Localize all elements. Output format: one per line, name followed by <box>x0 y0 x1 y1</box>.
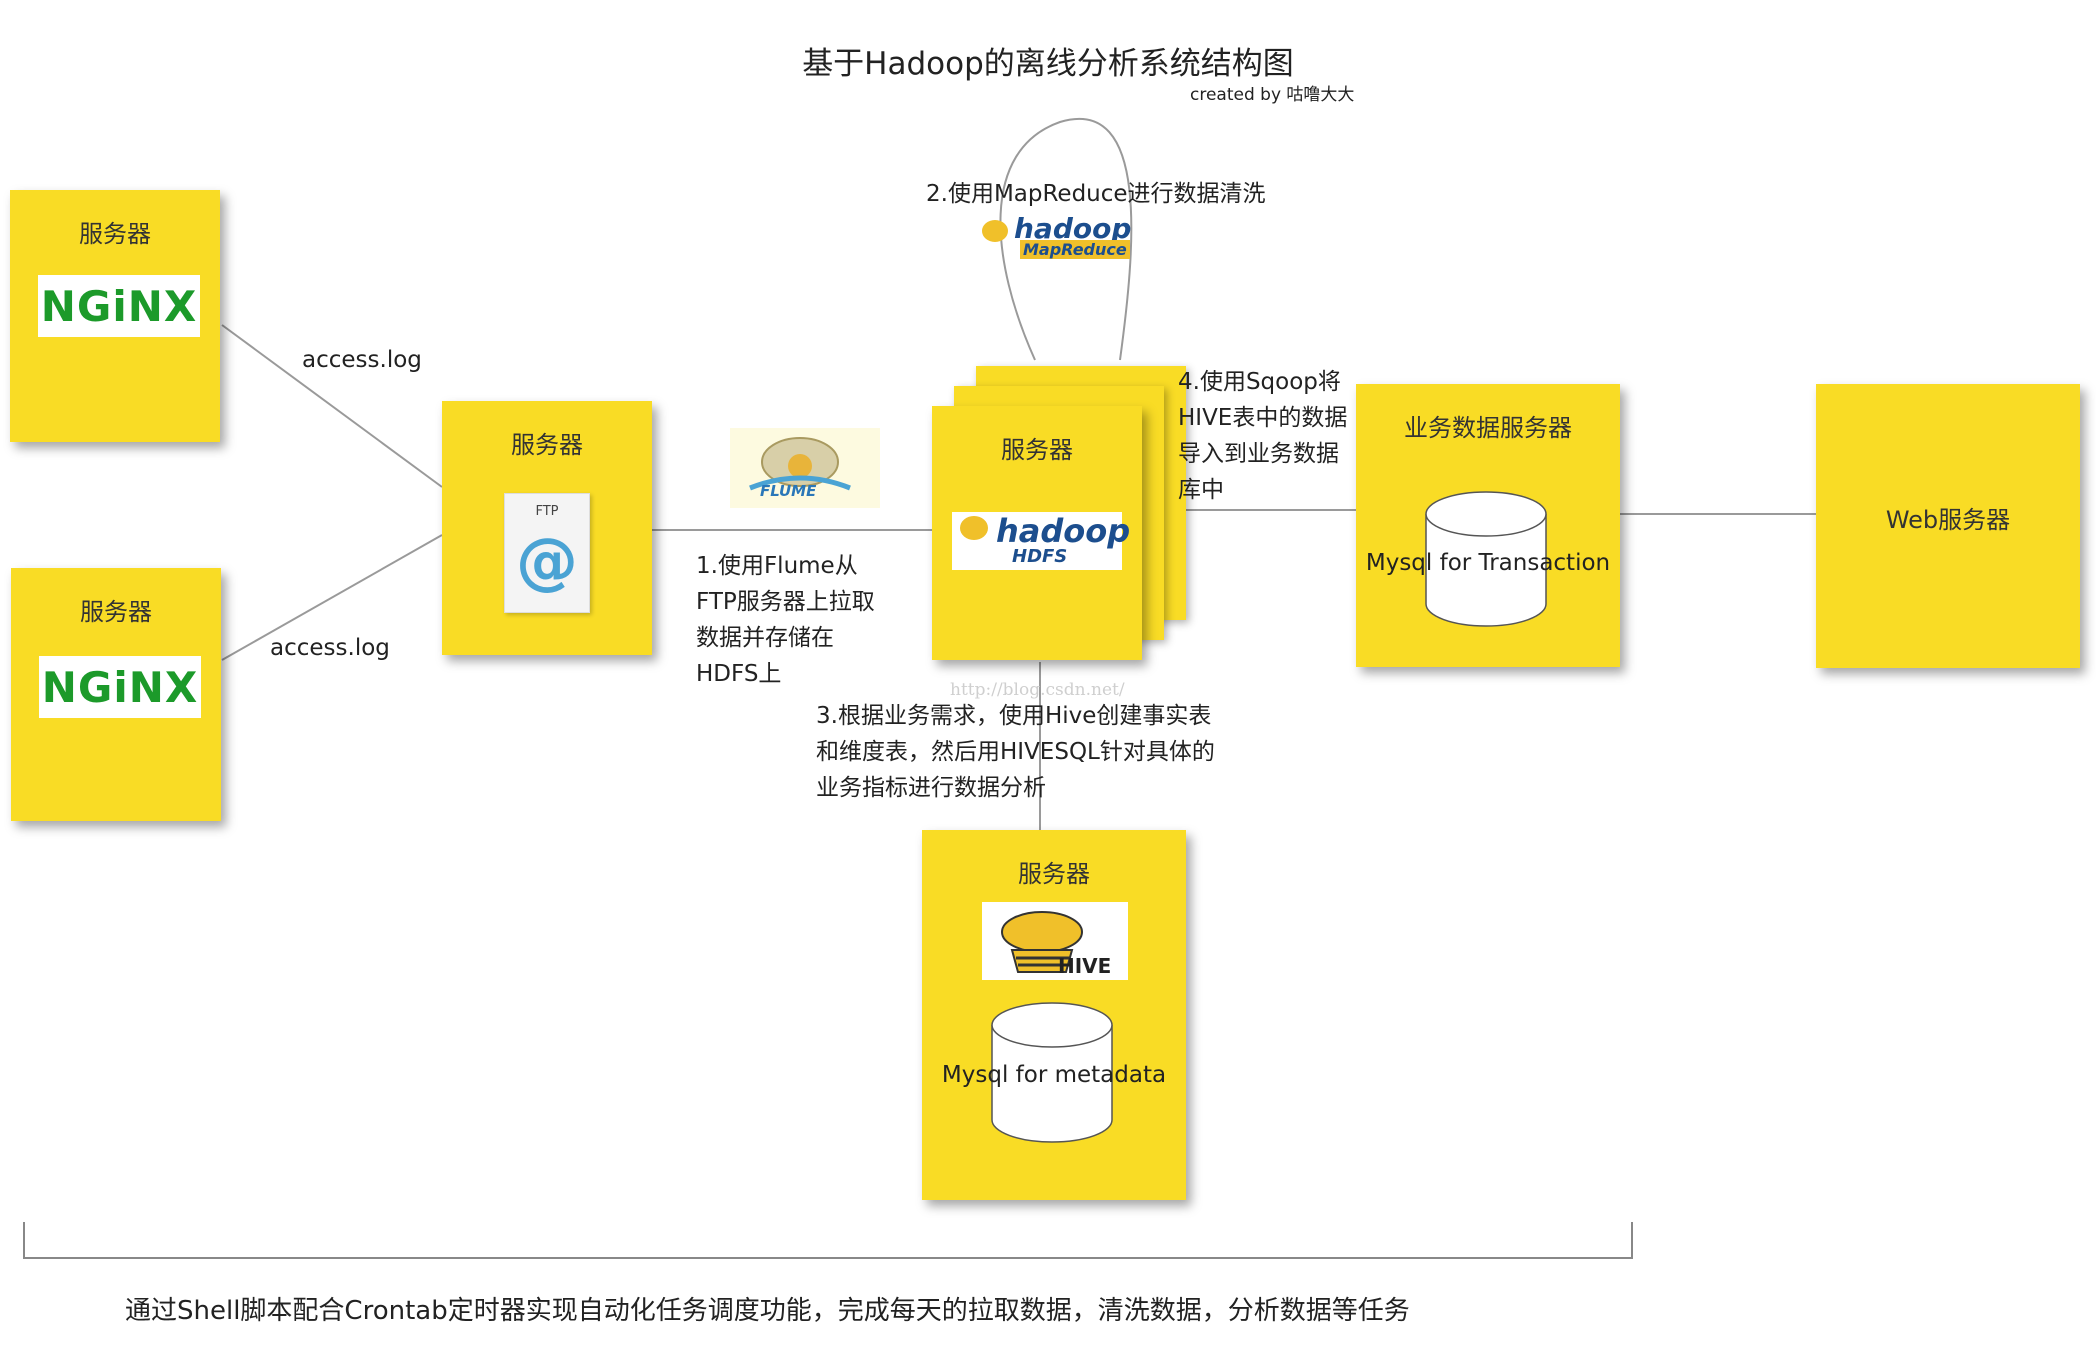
server-hive[interactable]: 服务器 HIVE Mysql for metadata <box>922 830 1186 1200</box>
ftp-file-icon: FTP @ <box>504 493 590 613</box>
server-ftp[interactable]: 服务器 FTP @ <box>442 401 652 655</box>
nginx-logo: NGiNX <box>39 656 201 718</box>
server-title: 服务器 <box>511 431 583 459</box>
elephant-icon <box>982 220 1008 242</box>
server-title: Web服务器 <box>1885 506 2011 534</box>
footer-bracket <box>23 1222 1633 1259</box>
footer-description: 通过Shell脚本配合Crontab定时器实现自动化任务调度功能，完成每天的拉取… <box>125 1296 1410 1326</box>
edge-label-access-log-2: access.log <box>270 635 390 661</box>
hadoop-mapreduce-logo: hadoop MapReduce <box>980 212 1148 260</box>
edge-nginx1-ftp <box>221 324 443 488</box>
server-nginx-2[interactable]: 服务器 NGiNX <box>11 568 221 821</box>
hadoop-hdfs-logo: hadoop HDFS <box>952 512 1130 570</box>
server-web[interactable]: Web服务器 <box>1816 384 2080 668</box>
page-subtitle: created by 咕噜大大 <box>1190 85 1355 105</box>
server-title: 服务器 <box>1001 436 1073 464</box>
mapreduce-loop <box>999 118 1133 361</box>
step-3-label: 3.根据业务需求，使用Hive创建事实表 和维度表，然后用HIVESQL针对具体… <box>816 703 1215 801</box>
nginx-logo: NGiNX <box>38 275 200 337</box>
edge-label-access-log-1: access.log <box>302 347 422 373</box>
at-sign-icon: @ <box>516 524 578 597</box>
hive-logo: HIVE <box>982 902 1128 980</box>
database-label: Mysql for metadata <box>941 1062 1167 1088</box>
server-title: 服务器 <box>1018 860 1090 888</box>
server-title: 服务器 <box>79 220 151 248</box>
step-4-label: 4.使用Sqoop将 HIVE表中的数据 导入到业务数据 库中 <box>1178 369 1348 503</box>
database-cylinder-icon <box>1425 491 1547 627</box>
step-2-label: 2.使用MapReduce进行数据清洗 <box>926 181 1266 207</box>
flume-logo: FLUME <box>730 428 880 508</box>
edge-nginx2-ftp <box>221 534 443 661</box>
elephant-icon <box>960 516 988 540</box>
server-hdfs[interactable]: 服务器 hadoop HDFS <box>932 406 1142 660</box>
page-title: 基于Hadoop的离线分析系统结构图 <box>802 46 1294 82</box>
database-cylinder-icon <box>991 1002 1113 1143</box>
server-business-data[interactable]: 业务数据服务器 Mysql for Transaction <box>1356 384 1620 667</box>
server-title: 服务器 <box>80 598 152 626</box>
server-title: 业务数据服务器 <box>1404 414 1572 442</box>
database-label: Mysql for Transaction <box>1365 550 1611 576</box>
watermark: http://blog.csdn.net/ <box>950 680 1125 700</box>
server-nginx-1[interactable]: 服务器 NGiNX <box>10 190 220 442</box>
step-1-label: 1.使用Flume从 FTP服务器上拉取 数据并存储在 HDFS上 <box>696 553 875 687</box>
